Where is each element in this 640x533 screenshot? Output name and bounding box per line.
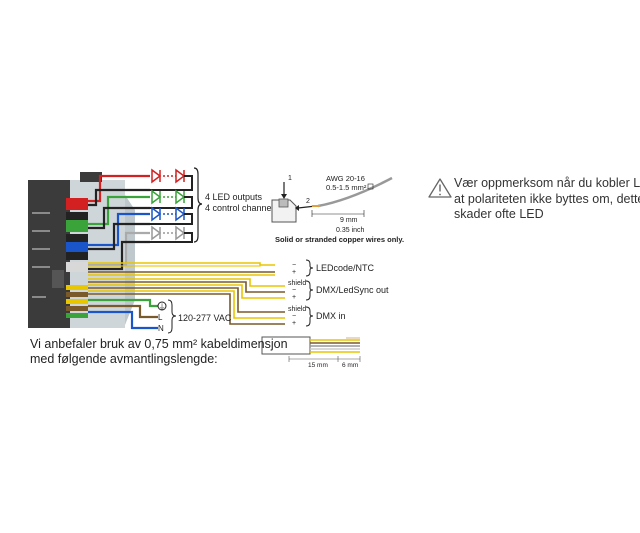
- cable-advice-line-1: Vi anbefaler bruk av 0,75 mm² kabeldimen…: [30, 337, 288, 351]
- terminal-blocks: [66, 198, 88, 318]
- dmx-out-shield: shield: [288, 280, 306, 287]
- led-output-wires: [88, 174, 150, 271]
- power-label: 120-277 VAC: [178, 313, 232, 323]
- wire-spec-inset: 1 2 AWG 20-16 0.5-1.5 mm² 9 mm 0.35 inch…: [271, 174, 404, 244]
- dmx-in-brace: [305, 306, 314, 327]
- dmx-out-brace: [305, 280, 314, 301]
- dmx-in-plus: +: [292, 320, 296, 327]
- power-neutral: N: [158, 324, 164, 333]
- ledcode-plus: +: [292, 269, 296, 276]
- dmx-out-minus: −: [292, 287, 296, 294]
- ledcode-minus: −: [292, 262, 296, 269]
- step-1-label: 1: [288, 175, 292, 182]
- warning-triangle-icon: [428, 178, 452, 198]
- copper-wire-note: Solid or stranded copper wires only.: [275, 235, 404, 244]
- led-red: [150, 168, 193, 191]
- led-blue: [150, 206, 193, 225]
- ledcode-label: LEDcode/NTC: [316, 263, 375, 273]
- polarity-warning: Vær oppmerksom når du kobler LED at pola…: [454, 176, 640, 223]
- polarity-warning-line-1: Vær oppmerksom når du kobler LED: [454, 176, 640, 190]
- strip-length-6mm: 6 mm: [342, 362, 358, 369]
- dmx-in-minus: −: [292, 313, 296, 320]
- led-symbols: [150, 168, 193, 243]
- cable-strip-illustration: 15 mm 6 mm: [261, 336, 361, 369]
- power-brace: [167, 299, 177, 334]
- dmx-in-label: DMX in: [316, 311, 346, 321]
- step-2-label: 2: [306, 198, 310, 205]
- led-outputs-brace: [193, 167, 203, 243]
- cable-advice-line-2: med følgende avmantlingslengde:: [30, 352, 218, 366]
- cable-advice: Vi anbefaler bruk av 0,75 mm² kabeldimen…: [30, 337, 290, 367]
- strip-length-15mm: 15 mm: [308, 362, 328, 369]
- power-live: L: [158, 313, 163, 322]
- ground-symbol: ⏚: [159, 303, 166, 311]
- mm2-label: 0.5-1.5 mm²: [326, 183, 367, 192]
- ground-terminal: [157, 301, 167, 311]
- dmx-out-plus: +: [292, 294, 296, 301]
- led-outputs-label-2: 4 control channels: [205, 203, 279, 213]
- polarity-warning-line-3: skader ofte LED: [454, 207, 544, 221]
- dmx-in-shield: shield: [288, 306, 306, 313]
- strip-length-mm: 9 mm: [340, 217, 358, 224]
- strip-length-inch: 0.35 inch: [336, 227, 365, 234]
- awg-label: AWG 20-16: [326, 174, 365, 183]
- led-white: [150, 225, 193, 243]
- ledcode-brace: [305, 259, 314, 277]
- dmx-out-label: DMX/LedSync out: [316, 285, 389, 295]
- led-green: [150, 189, 193, 209]
- led-outputs-label-1: 4 LED outputs: [205, 192, 263, 202]
- control-wires: [88, 262, 285, 330]
- polarity-warning-line-2: at polariteten ikke byttes om, dette: [454, 191, 640, 206]
